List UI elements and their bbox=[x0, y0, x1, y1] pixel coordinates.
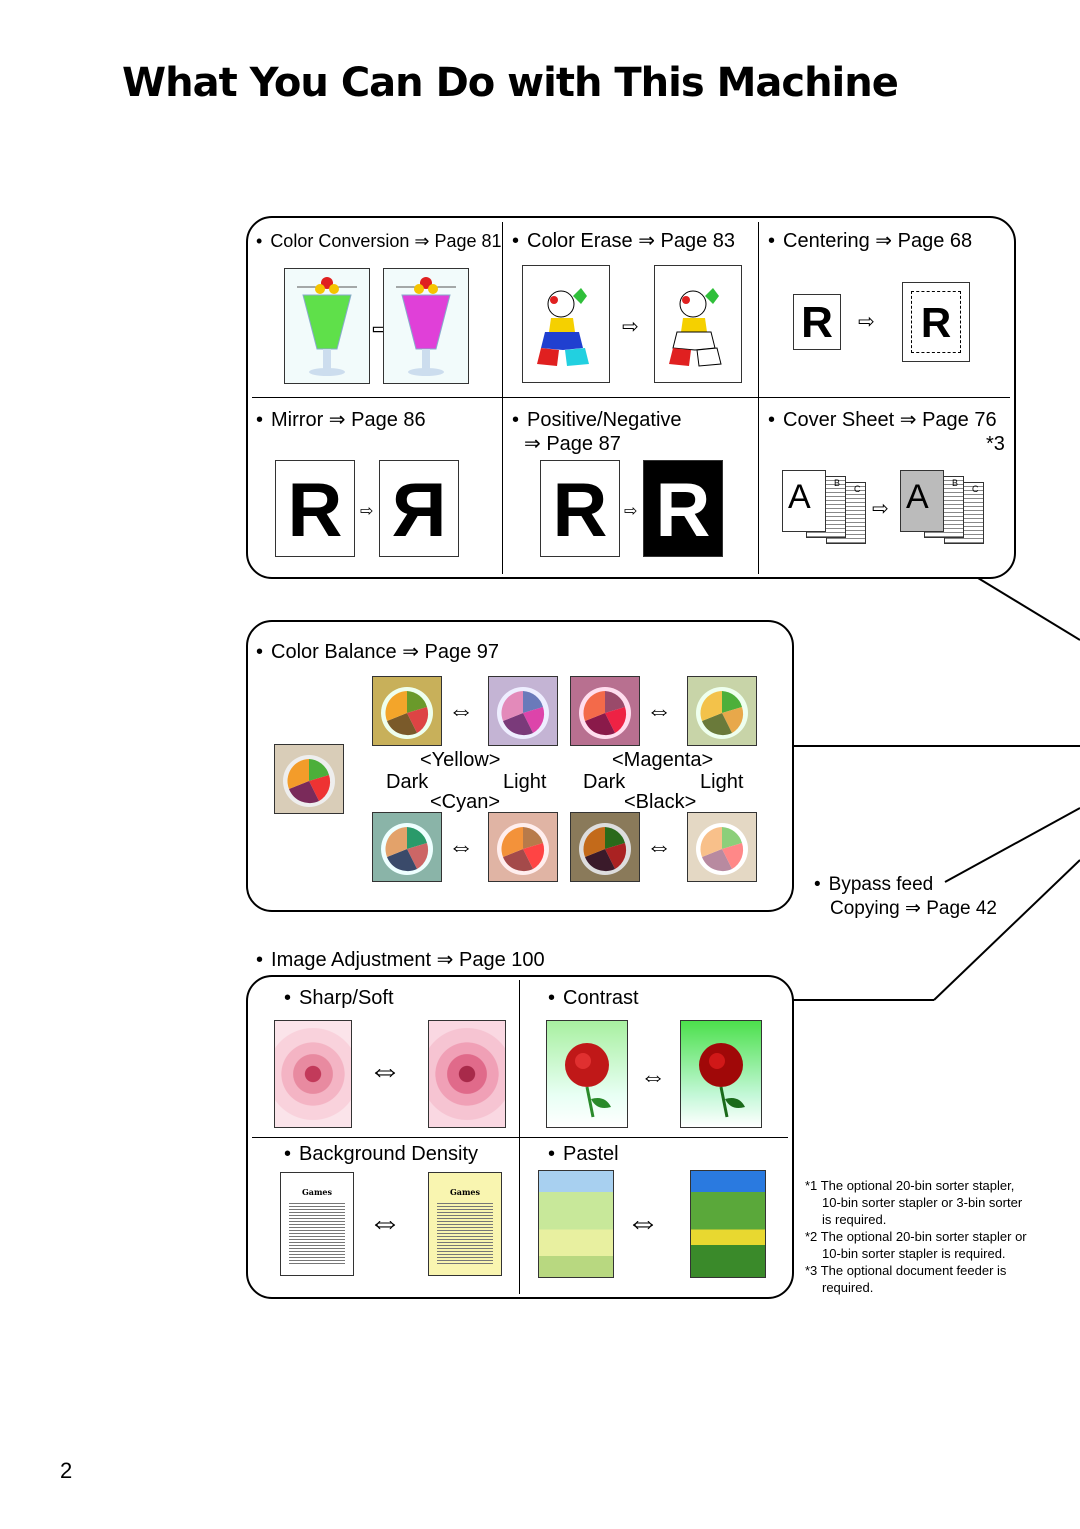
plate-original-image bbox=[274, 744, 344, 814]
plate-cyan-light-image bbox=[488, 812, 558, 882]
plate-yellow-dark-image bbox=[372, 676, 442, 746]
plate-magenta-dark-image bbox=[570, 676, 640, 746]
flowers-pastel-image bbox=[538, 1170, 614, 1278]
dark-label-1: Dark bbox=[386, 771, 429, 793]
mirror-after-image: R bbox=[379, 460, 459, 557]
flowers-normal-image bbox=[690, 1170, 766, 1278]
image-adjustment-label: •Image Adjustment ⇒ Page 100 bbox=[256, 949, 545, 971]
rose-sharp-image bbox=[428, 1020, 506, 1128]
positive-image: R bbox=[540, 460, 620, 557]
cover-sheet-after-image: A B C bbox=[900, 470, 988, 546]
cover-sheet-label: •Cover Sheet ⇒ Page 76 bbox=[768, 409, 997, 431]
plate-yellow-light-image bbox=[488, 676, 558, 746]
rose-soft-image bbox=[274, 1020, 352, 1128]
light-label-1: Light bbox=[503, 771, 547, 793]
bypass-feed-label: •Bypass feed bbox=[814, 874, 934, 895]
plate-black-dark-image bbox=[570, 812, 640, 882]
centering-before-image: R bbox=[793, 294, 841, 350]
color-conversion-label: •Color Conversion ⇒ Page 81 bbox=[256, 231, 502, 251]
page-number: 2 bbox=[60, 1458, 73, 1483]
cover-sheet-before-image: A B C bbox=[782, 470, 870, 546]
plate-black-light-image bbox=[687, 812, 757, 882]
yellow-label: <Yellow> bbox=[420, 749, 501, 771]
color-erase-label: •Color Erase ⇒ Page 83 bbox=[512, 230, 736, 252]
red-rose-high-contrast-image bbox=[680, 1020, 762, 1128]
green-drink-image bbox=[284, 268, 370, 384]
document-yellow-image: Games bbox=[428, 1172, 502, 1276]
centering-label: •Centering ⇒ Page 68 bbox=[768, 230, 973, 252]
positive-negative-label: •Positive/Negative bbox=[512, 409, 682, 431]
cyan-label: <Cyan> bbox=[430, 791, 501, 813]
pastel-label: •Pastel bbox=[548, 1143, 619, 1165]
red-rose-low-contrast-image bbox=[546, 1020, 628, 1128]
mirror-label: •Mirror ⇒ Page 86 bbox=[256, 409, 426, 431]
black-label: <Black> bbox=[624, 791, 697, 813]
light-label-2: Light bbox=[700, 771, 744, 793]
footnotes: *1 The optional 20-bin sorter stapler, 1… bbox=[805, 1178, 1027, 1295]
negative-image: R bbox=[643, 460, 723, 557]
bypass-feed-page: Copying ⇒ Page 42 bbox=[830, 898, 997, 919]
cover-sheet-note: *3 bbox=[986, 433, 1005, 455]
magenta-label: <Magenta> bbox=[612, 749, 714, 771]
plate-magenta-light-image bbox=[687, 676, 757, 746]
color-balance-label: •Color Balance ⇒ Page 97 bbox=[256, 641, 500, 663]
document-white-image: Games bbox=[280, 1172, 354, 1276]
clown-erased-image bbox=[654, 265, 742, 383]
dark-label-2: Dark bbox=[583, 771, 626, 793]
centering-after-image: R bbox=[902, 282, 970, 362]
page-title: What You Can Do with This Machine bbox=[122, 60, 899, 106]
contrast-label: •Contrast bbox=[548, 987, 639, 1009]
positive-negative-page: ⇒ Page 87 bbox=[524, 433, 621, 455]
magenta-drink-image bbox=[383, 268, 469, 384]
sharp-soft-label: •Sharp/Soft bbox=[284, 987, 394, 1009]
background-density-label: •Background Density bbox=[284, 1143, 478, 1165]
mirror-before-image: R bbox=[275, 460, 355, 557]
clown-color-image bbox=[522, 265, 610, 383]
plate-cyan-dark-image bbox=[372, 812, 442, 882]
